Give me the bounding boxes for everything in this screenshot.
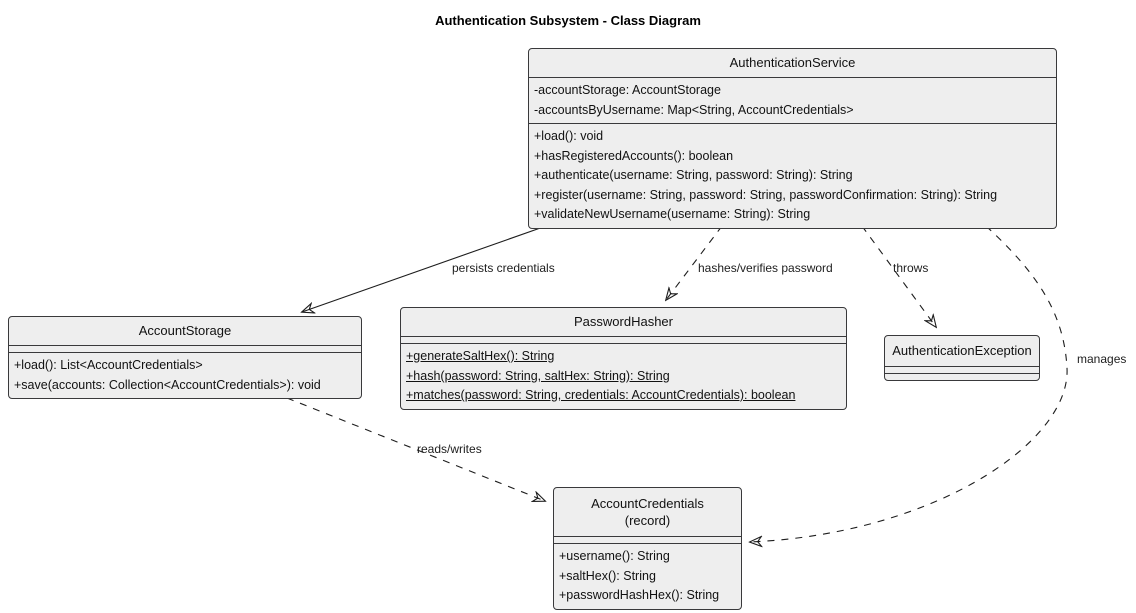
class-account-storage: AccountStorage +load(): List<AccountCred… [8, 316, 362, 399]
edge-throws [861, 225, 936, 327]
methods-section: +load(): List<AccountCredentials> +save(… [9, 352, 361, 398]
class-stereotype: (record) [624, 513, 671, 528]
method: +hasRegisteredAccounts(): boolean [534, 148, 734, 163]
class-name: AccountCredentials (record) [554, 488, 741, 536]
attribute: -accountStorage: AccountStorage [534, 83, 721, 97]
class-name: AccountStorage [138, 323, 232, 338]
class-password-hasher: PasswordHasher +generateSaltHex(): Strin… [400, 307, 847, 410]
edge-label-manages: manages [1077, 352, 1127, 366]
method: +load(): List<AccountCredentials> [14, 358, 203, 372]
method: +save(accounts: Collection<AccountCreden… [14, 377, 321, 392]
method: +authenticate(username: String, password… [534, 168, 853, 182]
attributes-section [9, 345, 361, 352]
static-method: +generateSaltHex(): String [406, 349, 555, 363]
edge-manages [750, 225, 1068, 542]
class-authentication-exception: AuthenticationException [884, 335, 1040, 381]
method: +validateNewUsername(username: String): … [534, 207, 811, 221]
method: +load(): void [534, 129, 604, 143]
attributes-section [885, 366, 1039, 373]
attributes-section: -accountStorage: AccountStorage -account… [529, 77, 1056, 123]
method: +register(username: String, password: St… [534, 187, 998, 202]
edge-label-throws: throws [893, 261, 929, 275]
method: +saltHex(): String [559, 568, 656, 583]
diagram-title: Authentication Subsystem - Class Diagram [435, 13, 701, 28]
methods-section: +generateSaltHex(): String +hash(passwor… [401, 343, 846, 409]
attributes-section [401, 336, 846, 343]
edge-hashes-verifies-password [666, 225, 723, 300]
class-name: AuthenticationService [729, 55, 856, 70]
attributes-section [554, 536, 741, 543]
static-method: +matches(password: String, credentials: … [406, 388, 796, 402]
methods-section: +username(): String +saltHex(): String +… [554, 543, 741, 609]
edge-label-persists-credentials: persists credentials [452, 261, 555, 275]
edge-label-hashes-verifies-password: hashes/verifies password [698, 261, 833, 275]
class-name-text: AccountCredentials [591, 496, 704, 511]
method: +username(): String [559, 549, 670, 563]
edge-label-reads-writes: reads/writes [417, 442, 482, 456]
methods-section [885, 373, 1039, 380]
edge-reads-writes [286, 397, 545, 501]
edge-persists-credentials [302, 225, 547, 312]
static-method: +hash(password: String, saltHex: String)… [406, 368, 670, 383]
methods-section: +load(): void +hasRegisteredAccounts(): … [529, 123, 1056, 228]
class-authentication-service: AuthenticationService -accountStorage: A… [528, 48, 1057, 229]
attribute: -accountsByUsername: Map<String, Account… [534, 102, 854, 117]
method: +passwordHashHex(): String [559, 588, 720, 602]
class-name: AuthenticationException [892, 343, 1032, 358]
class-account-credentials: AccountCredentials (record) +username():… [553, 487, 742, 610]
class-name: PasswordHasher [574, 314, 673, 329]
